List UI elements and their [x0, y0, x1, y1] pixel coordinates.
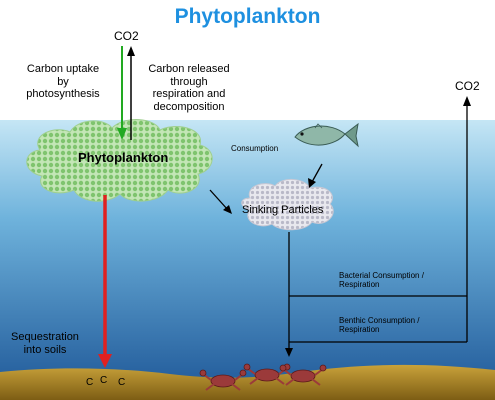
crab-icon	[199, 369, 247, 391]
carbon-mark: C	[100, 375, 108, 386]
co2-top-label: CO2	[114, 29, 139, 43]
phytoplankton-cloud	[26, 119, 213, 202]
carbon-mark: C	[118, 377, 126, 388]
release-label: Carbon released through respiration and …	[148, 63, 230, 113]
phytoplankton-cloud-label: Phytoplankton	[78, 150, 169, 165]
bacterial-label: Bacterial Consumption / Respiration	[339, 271, 424, 290]
sinking-particles-cloud	[241, 179, 334, 231]
cloud-to-particles-arrow	[209, 189, 229, 211]
benthic-label: Benthic Consumption / Respiration	[339, 316, 420, 335]
crab-icon	[279, 364, 327, 386]
seafloor	[0, 364, 495, 400]
consumption-label: Consumption	[231, 144, 279, 153]
fish-icon	[294, 122, 359, 148]
fish-to-particles-arrow	[311, 163, 323, 183]
sinking-particles-label: Sinking Particles	[242, 204, 324, 216]
uptake-label: Carbon uptake by photosynthesis	[26, 63, 100, 101]
co2-right-label: CO2	[455, 79, 480, 93]
diagram-title: Phytoplankton	[174, 5, 321, 28]
sequestration-label: Sequestration into soils	[11, 331, 79, 356]
carbon-mark: C	[86, 377, 94, 388]
